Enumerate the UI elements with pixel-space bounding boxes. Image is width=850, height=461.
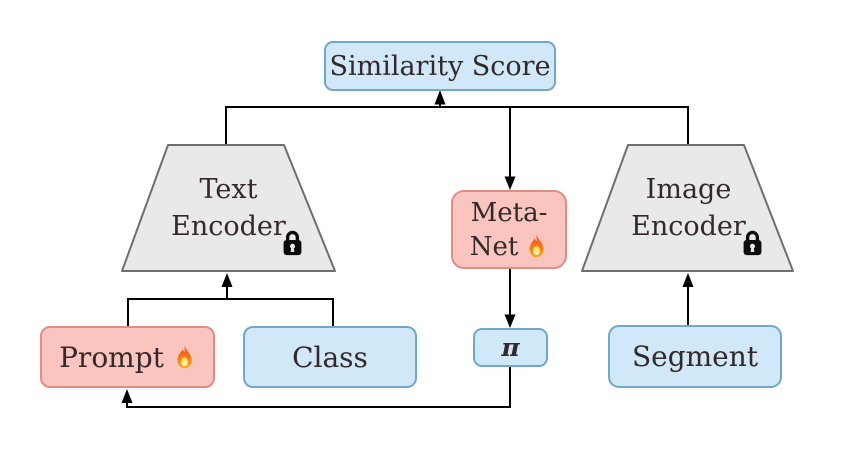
prompt-node: Prompt [40, 326, 215, 388]
meta-net-label-line1: Meta- [470, 197, 548, 228]
arrowhead-into-similarity-score [434, 90, 446, 105]
lock-icon [743, 230, 762, 256]
edge-encoders-to-score-bus [225, 106, 689, 145]
arrowhead-into-image-encoder [682, 273, 694, 287]
pi-label: π [501, 333, 520, 362]
meta-net-node: Meta- Net [451, 190, 567, 269]
image-encoder-node: Image Encoder [582, 144, 795, 271]
similarity-score-node: Similarity Score [324, 41, 556, 91]
segment-label: Segment [631, 340, 759, 373]
meta-net-label-line2: Net [470, 230, 549, 264]
text-encoder-shape [121, 144, 336, 272]
similarity-score-label: Similarity Score [329, 50, 551, 82]
edge-pi-to-prompt-feedback [126, 367, 511, 408]
arrowhead-into-pi [504, 314, 516, 328]
text-encoder-node: Text Encoder [122, 144, 335, 271]
image-encoder-label-line2: Encoder [631, 210, 746, 242]
segment-node: Segment [608, 325, 782, 388]
prompt-label: Prompt [59, 340, 164, 374]
text-encoder-label-line2: Encoder [171, 210, 286, 242]
text-encoder-label-line1: Text [199, 173, 258, 205]
pi-node: π [473, 328, 548, 367]
arrowhead-into-prompt [121, 389, 133, 403]
lock-icon [283, 230, 302, 256]
flame-icon [177, 344, 192, 368]
arrowhead-into-metanet [504, 176, 516, 190]
image-encoder-shape [581, 144, 794, 272]
class-node: Class [243, 326, 417, 388]
class-label: Class [292, 340, 368, 374]
image-encoder-label-line1: Image [645, 173, 732, 205]
flame-icon [529, 234, 544, 258]
arrowhead-into-text-encoder [221, 273, 233, 287]
edge-prompt-class-bus [127, 298, 334, 326]
